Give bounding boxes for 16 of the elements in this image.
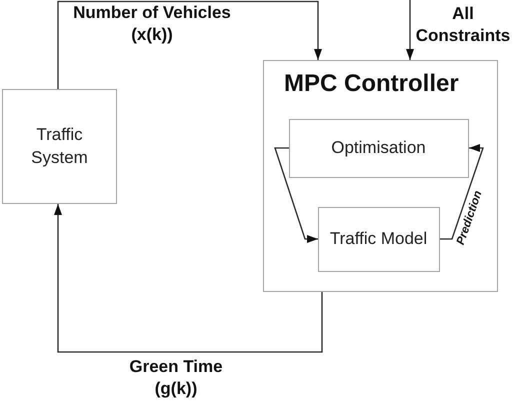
node-label: Traffic System — [30, 124, 89, 168]
arrow — [54, 204, 323, 353]
box-title: MPC Controller — [284, 70, 459, 99]
node-label: Optimisation — [331, 136, 426, 159]
edge-label: All Constraints — [414, 3, 512, 48]
process-box — [318, 206, 440, 272]
edge-label: Number of Vehicles (x(k)) — [72, 2, 232, 46]
container-box — [263, 60, 498, 292]
edge-label: Green Time (g(k)) — [128, 356, 224, 400]
arrow — [57, 0, 322, 89]
arrow — [440, 144, 484, 240]
node-label: Traffic Model — [330, 228, 428, 250]
arrow — [406, 0, 414, 60]
process-box — [2, 89, 117, 204]
arrow — [274, 147, 318, 243]
process-box — [288, 118, 468, 178]
